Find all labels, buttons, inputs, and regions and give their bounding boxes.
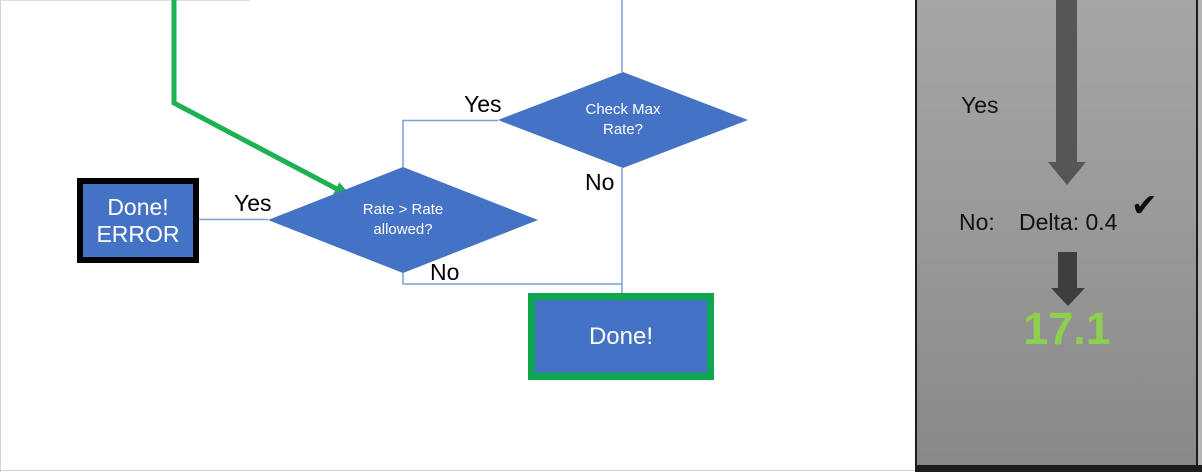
panel-yes-label: Yes [961,92,999,118]
slide-left-edge [0,0,1,472]
big-down-arrow-icon [1048,162,1086,185]
done-box: Done! [528,293,714,380]
panel-no-label: No: [959,209,995,235]
panel-right-sliver [1198,0,1202,472]
rate-diamond-line2: allowed? [373,221,433,238]
done-box-label: Done! [588,323,654,350]
result-value: 17.1 [1023,303,1111,354]
done-error-line2: ERROR [96,220,180,247]
check-max-rate-diamond-label: Check Max Rate? [523,97,723,143]
done-error-line1: Done! [107,193,169,220]
slide-bottom-edge [0,470,916,471]
big-down-arrow-shaft [1056,0,1077,162]
rate-diamond-line1: Rate > Rate [362,201,444,218]
panel-bottom-border [917,465,1202,472]
connector-rate-no-to-done-box [402,273,622,285]
rate-allowed-diamond-label: Rate > Rate allowed? [303,197,503,243]
done-error-box: Done! ERROR [77,178,199,263]
branch-label-check-no: No [585,169,615,195]
panel-right-border [1196,0,1198,472]
branch-label-rate-yes: Yes [234,190,272,216]
checkmark-icon: ✔ [1131,186,1158,224]
small-down-arrow-icon [1051,288,1085,306]
check-max-rate-diamond [498,72,748,168]
green-path-line [171,0,340,192]
rate-allowed-diamond [268,167,538,273]
branch-label-rate-no: No [430,259,460,285]
connector-check-yes-to-rate-diamond [402,119,498,167]
check-diamond-line1: Check Max [585,101,661,118]
check-diamond-line2: Rate? [602,121,644,138]
small-down-arrow-shaft [1058,252,1077,288]
slide-top-edge [0,0,250,1]
panel-delta-value: Delta: 0.4 [1019,209,1118,235]
branch-label-check-yes: Yes [464,91,502,117]
overlay-panel: Yes No: Delta: 0.4 ✔ 17.1 [915,0,1202,472]
